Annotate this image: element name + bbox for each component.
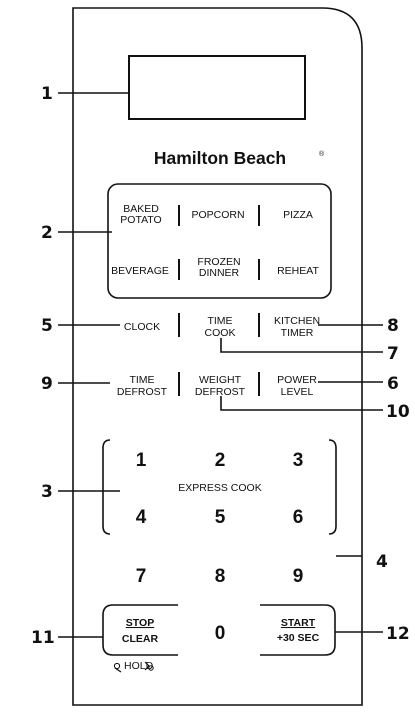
svg-text:POTATO: POTATO [120, 214, 161, 226]
callout-12: 12 [386, 624, 410, 644]
callout-8: 8 [387, 316, 399, 336]
callout-3: 3 [41, 482, 53, 502]
svg-text:KITCHEN: KITCHEN [274, 315, 320, 327]
display-window [128, 55, 306, 120]
right-lock-icon [144, 661, 154, 671]
keypad-3[interactable]: 3 [293, 450, 304, 471]
svg-text:BAKED: BAKED [123, 203, 159, 215]
keypad-6[interactable]: 6 [293, 507, 304, 528]
svg-text:WEIGHT: WEIGHT [199, 374, 242, 386]
express-cook-label: EXPRESS COOK [178, 482, 261, 494]
baked-potato-button[interactable]: BAKED POTATO [120, 203, 161, 226]
keypad-4[interactable]: 4 [136, 507, 147, 528]
keypad-1[interactable]: 1 [136, 450, 147, 471]
beverage-button[interactable]: BEVERAGE [111, 265, 169, 277]
start-button[interactable]: START +30 SEC [277, 617, 320, 644]
svg-text:+30 SEC: +30 SEC [277, 632, 320, 644]
callout-6: 6 [387, 374, 399, 394]
svg-text:POWER: POWER [277, 374, 317, 386]
kitchen-timer-button[interactable]: KITCHEN TIMER [274, 315, 320, 339]
pizza-button[interactable]: PIZZA [283, 209, 313, 221]
svg-text:TIME: TIME [129, 374, 154, 386]
time-defrost-button[interactable]: TIME DEFROST [117, 374, 168, 398]
svg-text:FROZEN: FROZEN [197, 256, 240, 268]
svg-text:STOP: STOP [126, 617, 154, 629]
callout-2: 2 [41, 223, 53, 243]
panel-outline [72, 7, 363, 706]
svg-text:COOK: COOK [205, 327, 236, 339]
keypad-5[interactable]: 5 [215, 507, 226, 528]
keypad-8[interactable]: 8 [215, 566, 226, 587]
reheat-button[interactable]: REHEAT [277, 265, 319, 277]
left-lock-icon [113, 662, 122, 673]
keypad-7[interactable]: 7 [136, 566, 147, 587]
weight-defrost-button[interactable]: WEIGHT DEFROST [195, 374, 246, 398]
keypad-9[interactable]: 9 [293, 566, 304, 587]
svg-text:DEFROST: DEFROST [195, 386, 246, 398]
svg-text:DEFROST: DEFROST [117, 386, 168, 398]
keypad-2[interactable]: 2 [215, 450, 226, 471]
preset-group-box [107, 183, 332, 299]
svg-text:DINNER: DINNER [199, 267, 240, 279]
callout-9: 9 [41, 374, 53, 394]
callout-7: 7 [387, 344, 399, 364]
svg-text:TIME: TIME [207, 315, 232, 327]
express-cook-bracket [102, 439, 111, 535]
clock-button[interactable]: CLOCK [124, 321, 160, 333]
brand-logo: Hamilton Beach [154, 148, 286, 168]
stop-clear-button[interactable]: STOP CLEAR [122, 617, 159, 645]
popcorn-button[interactable]: POPCORN [191, 209, 244, 221]
svg-text:CLEAR: CLEAR [122, 633, 159, 645]
frozen-dinner-button[interactable]: FROZEN DINNER [197, 256, 240, 279]
start-button-frame [260, 604, 336, 656]
callout-10: 10 [386, 402, 410, 422]
callout-1: 1 [41, 84, 53, 104]
keypad-0[interactable]: 0 [215, 623, 226, 644]
registered-mark: ® [319, 150, 325, 158]
time-cook-button[interactable]: TIME COOK [205, 315, 236, 339]
callout-11: 11 [31, 628, 55, 648]
callout-4: 4 [376, 552, 388, 572]
svg-text:TIMER: TIMER [281, 327, 314, 339]
svg-text:START: START [281, 617, 316, 629]
hold-lock-indicator: HOLD [113, 660, 154, 673]
callout-5: 5 [41, 316, 53, 336]
power-level-button[interactable]: POWER LEVEL [277, 374, 317, 398]
stop-clear-button-frame [102, 604, 178, 656]
svg-text:LEVEL: LEVEL [281, 386, 314, 398]
